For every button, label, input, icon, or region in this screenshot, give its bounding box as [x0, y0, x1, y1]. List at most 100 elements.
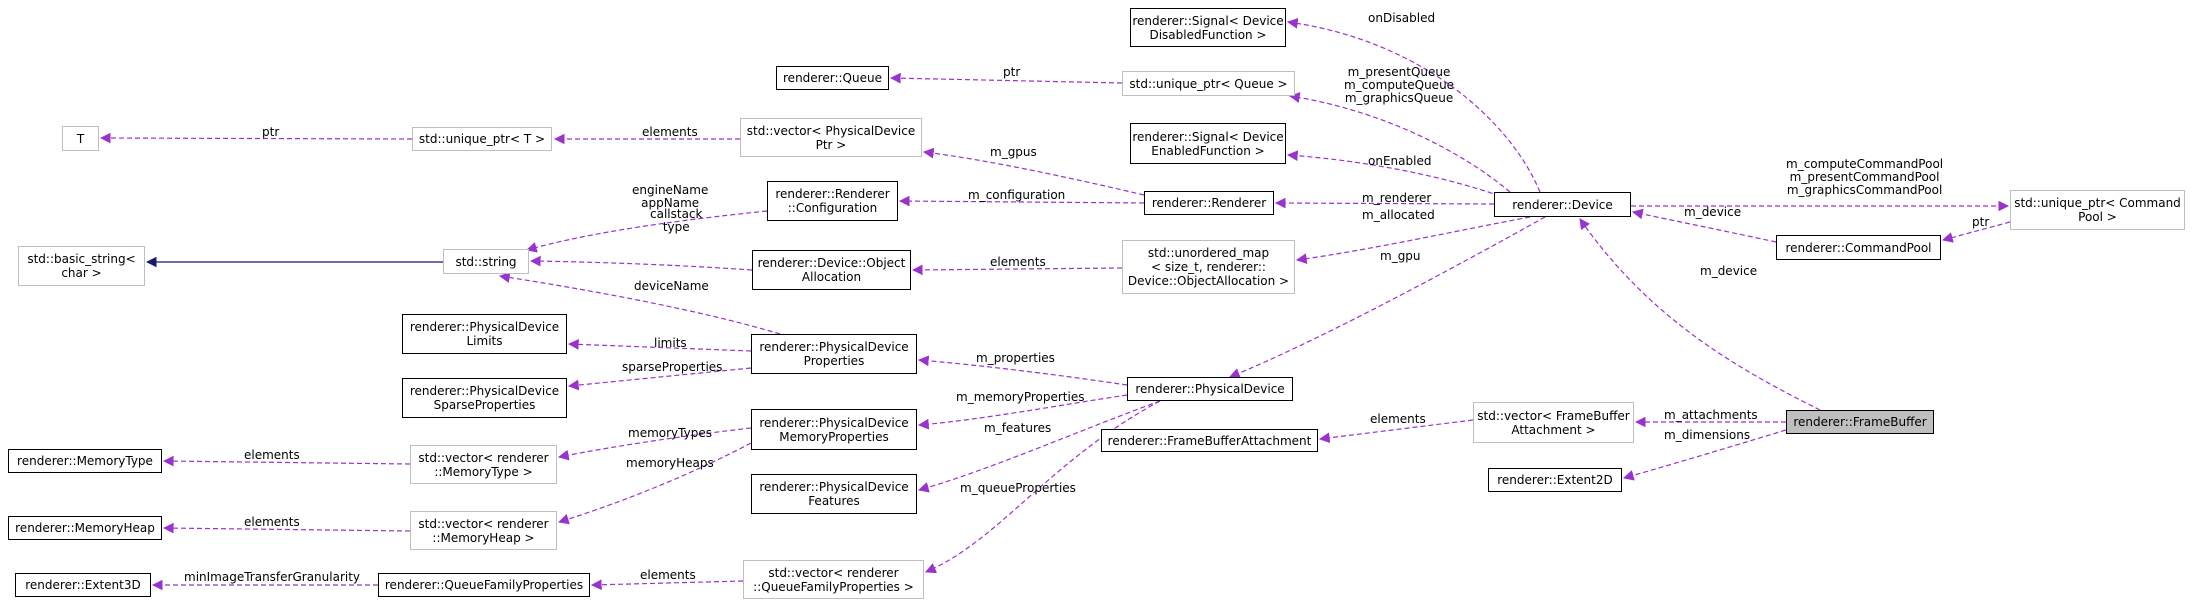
node-framebuffer[interactable]: renderer::FrameBuffer [1786, 410, 1934, 434]
edge-memoryheaps [557, 442, 752, 525]
node-label-line: Allocation [801, 270, 862, 284]
edge-devicename [498, 272, 781, 335]
edge-elements-qf [590, 579, 744, 591]
node-device[interactable]: renderer::Device [1494, 192, 1631, 217]
edge-label-properties: m_properties [976, 352, 1055, 365]
edge-label-attachments: m_attachments [1664, 409, 1758, 422]
node-commandpool[interactable]: renderer::CommandPool [1776, 235, 1941, 260]
node-label-line: EnabledFunction > [1151, 143, 1265, 158]
node-vector-queue-family[interactable]: std::vector< renderer::QueueFamilyProper… [743, 560, 924, 599]
edge-label-queueprops: m_queueProperties [960, 482, 1076, 495]
edge-memprops [917, 394, 1128, 430]
edge-label-line: minImageTransferGranularity [184, 570, 361, 584]
node-label-line: std::unique_ptr< Queue > [1129, 76, 1288, 91]
edge-label-ptr-t: ptr [262, 126, 279, 139]
node-fb-attachment[interactable]: renderer::FrameBufferAttachment [1101, 429, 1318, 452]
edge-label-line: m_gpu [1380, 249, 1421, 263]
node-extent3d[interactable]: renderer::Extent3D [15, 573, 151, 597]
edge-gpus [922, 147, 1145, 196]
node-memory-type[interactable]: renderer::MemoryType [8, 449, 162, 473]
edge-label-line: m_allocated [1362, 208, 1435, 222]
edge-properties [917, 355, 1128, 386]
edge-label-line: callstack [650, 207, 703, 221]
edge-queueprops [925, 400, 1161, 574]
edge-label-elements-fba: elements [1370, 413, 1426, 426]
edge-label-sparse: sparseProperties [622, 361, 722, 374]
node-label-line: Attachment > [1511, 422, 1596, 437]
node-label-line: renderer::Device [1512, 197, 1613, 212]
edge-memorytypes [557, 427, 752, 461]
edge-label-line: elements [1370, 412, 1426, 426]
node-t[interactable]: T [62, 126, 99, 151]
node-unique-ptr-queue[interactable]: std::unique_ptr< Queue > [1122, 71, 1295, 96]
edge-label-line: memoryTypes [628, 426, 712, 440]
edge-label-line: engineName [632, 183, 709, 197]
edge-label-features: m_features [984, 422, 1051, 435]
node-queue[interactable]: renderer::Queue [776, 66, 889, 90]
edge-label-line: m_device [1700, 264, 1758, 278]
edge-label-memoryheaps: memoryHeaps [626, 457, 714, 470]
edge-label-device-fb: m_device [1700, 265, 1757, 278]
node-label-line: T [76, 131, 85, 146]
edge-elements-fba [1318, 419, 1474, 444]
node-renderer-configuration[interactable]: renderer::Renderer::Configuration [767, 181, 898, 221]
edge-label-renderer: m_renderer [1362, 192, 1431, 205]
edge-label-line: m_features [984, 421, 1052, 435]
node-extent2d[interactable]: renderer::Extent2D [1488, 468, 1622, 492]
node-unique-ptr-t[interactable]: std::unique_ptr< T > [412, 127, 552, 151]
node-label-line: ::QueueFamilyProperties > [753, 579, 914, 594]
edge-allocated [1295, 216, 1531, 265]
node-label-line: std::vector< renderer [768, 565, 899, 580]
node-renderer[interactable]: renderer::Renderer [1144, 191, 1274, 215]
node-label-line: std::unique_ptr< Command [2014, 196, 2181, 210]
edge-callstack [529, 255, 753, 271]
node-label-line: renderer::PhysicalDevice [759, 340, 909, 354]
edge-label-line: deviceName [634, 279, 709, 293]
edge-queues [1288, 92, 1511, 193]
node-label-line: renderer::MemoryHeap [15, 521, 155, 535]
edge-label-line: ptr [1972, 215, 1990, 229]
node-label-line: < size_t, renderer:: [1150, 260, 1266, 274]
edge-gpu [1229, 216, 1546, 379]
node-label-line: std::unordered_map [1147, 246, 1270, 260]
node-label-line: renderer::FrameBufferAttachment [1107, 433, 1312, 448]
edge-label-memorytypes: memoryTypes [628, 427, 712, 440]
node-label-line: renderer::PhysicalDevice [409, 320, 560, 334]
node-label-line: renderer::Queue [783, 71, 882, 85]
node-label-line: std::vector< renderer [418, 516, 549, 531]
node-queue-family-props[interactable]: renderer::QueueFamilyProperties [378, 573, 590, 597]
edge-label-line: m_presentQueue [1347, 65, 1451, 79]
node-std-string[interactable]: std::string [443, 249, 529, 274]
node-unordered-map[interactable]: std::unordered_map< size_t, renderer::De… [1122, 240, 1295, 294]
node-physical-device[interactable]: renderer::PhysicalDevice [1127, 377, 1293, 401]
edge-label-line: type [662, 220, 690, 234]
node-basic-string[interactable]: std::basic_string<char > [18, 246, 145, 286]
node-vector-memoryheap[interactable]: std::vector< renderer::MemoryHeap > [410, 511, 557, 550]
edge-label-allocated: m_allocated [1362, 209, 1435, 222]
edge-label-line: m_graphicsCommandPool [1786, 183, 1943, 197]
edge-label-memprops: m_memoryProperties [956, 391, 1084, 404]
node-memory-heap[interactable]: renderer::MemoryHeap [8, 516, 162, 540]
edge-device-cp [1631, 208, 1777, 243]
node-label-line: std::vector< PhysicalDevice [746, 123, 916, 138]
node-label-line: renderer::Device::Object [757, 256, 906, 270]
edge-ptr-cp [1941, 221, 2011, 243]
node-label-line: renderer::Renderer [775, 187, 890, 201]
edge-label-line: ptr [262, 125, 280, 139]
edge-label-line: m_presentCommandPool [1789, 170, 1940, 184]
edge-label-devicename: deviceName [634, 280, 709, 293]
edge-label-line: m_dimensions [1664, 428, 1751, 442]
node-vector-memorytype[interactable]: std::vector< renderer::MemoryType > [410, 445, 557, 484]
